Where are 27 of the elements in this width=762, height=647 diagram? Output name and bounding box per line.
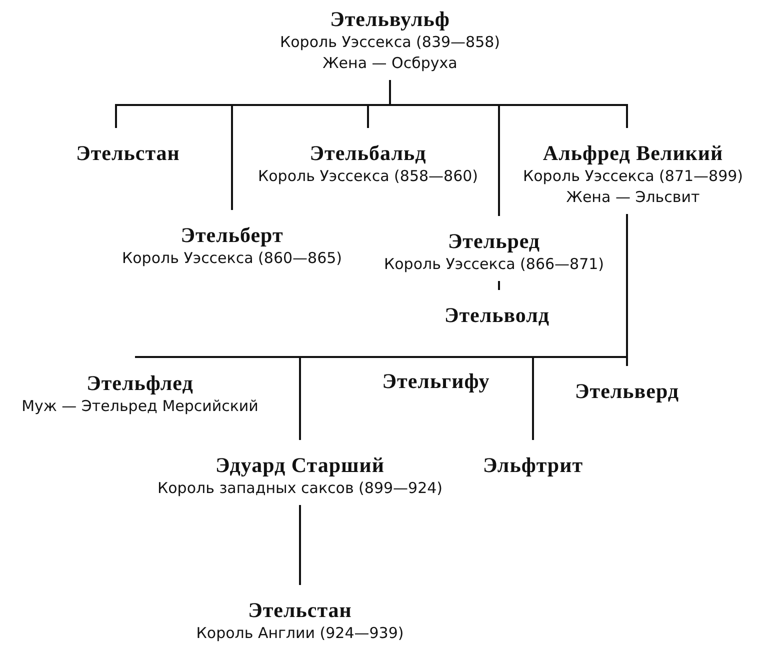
person-note: Король Уэссекса (839—858)	[280, 32, 500, 53]
person-note: Король Уэссекса (866—871)	[384, 254, 604, 275]
person-note: Король западных саксов (899—924)	[157, 478, 443, 499]
person-note: Жена — Осбруха	[322, 53, 458, 74]
person-name: Эльфтрит	[482, 452, 584, 478]
person-name: Этельред	[448, 228, 540, 254]
person-name: Эдуард Старший	[216, 452, 384, 478]
person-name: Этельвульф	[330, 6, 450, 32]
person-name: Этельбальд	[310, 140, 426, 166]
person-name: Этельфлед	[86, 370, 194, 396]
family-line	[498, 281, 500, 290]
person-name: Альфред Великий	[542, 140, 724, 166]
family-line	[389, 80, 628, 128]
person-name: Этельстан	[76, 140, 180, 166]
person-note: Король Англии (924—939)	[196, 623, 404, 644]
person-name: Этельберт	[180, 222, 284, 248]
person-note: Король Уэссекса (860—865)	[122, 248, 342, 269]
person-note: Жена — Эльсвит	[566, 187, 700, 208]
person-note: Король Уэссекса (858—860)	[258, 166, 478, 187]
person-name: Этельгифу	[382, 368, 490, 394]
person-name: Этельверд	[575, 378, 679, 404]
family-line	[299, 505, 301, 585]
person-name: Этельстан	[248, 597, 352, 623]
family-line	[626, 214, 628, 366]
person-name: Этельволд	[444, 302, 550, 328]
person-note: Муж — Этельред Мерсийский	[22, 396, 258, 417]
person-note: Король Уэссекса (871—899)	[522, 166, 744, 187]
